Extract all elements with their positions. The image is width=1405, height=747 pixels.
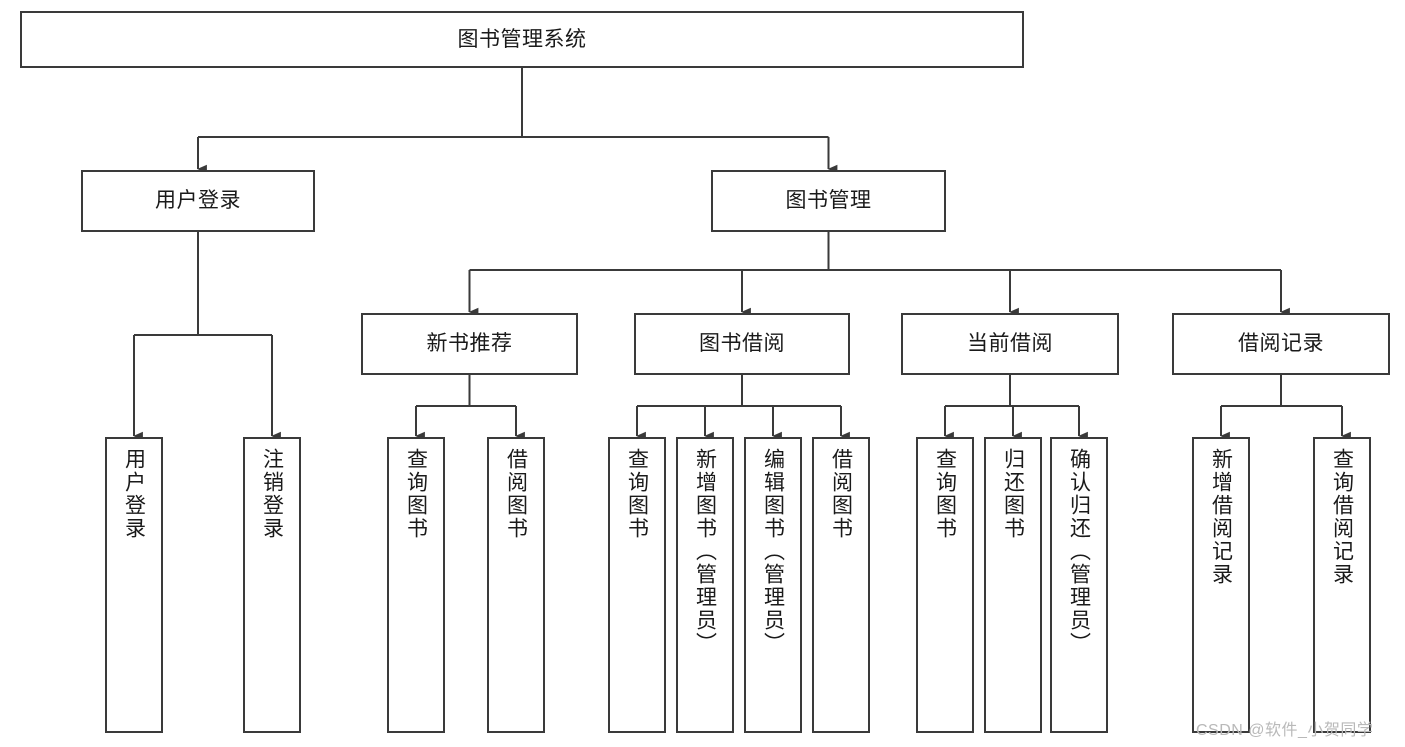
leaf-recommend-query-book-label: 查询图书: [404, 448, 428, 540]
leaf-record-query-label: 查询借阅记录: [1330, 448, 1354, 586]
node-user-login-label: 用户登录: [155, 189, 241, 213]
node-root[interactable]: 图书管理系统: [20, 11, 1024, 68]
leaf-recommend-borrow-book[interactable]: 借阅图书: [487, 437, 545, 733]
node-book-manage-label: 图书管理: [785, 189, 872, 213]
node-borrow-record[interactable]: 借阅记录: [1172, 313, 1390, 375]
node-current-borrow-label: 当前借阅: [967, 332, 1053, 356]
node-book-borrow[interactable]: 图书借阅: [634, 313, 850, 375]
node-book-manage[interactable]: 图书管理: [711, 170, 946, 232]
leaf-borrow-lend-book-label: 借阅图书: [829, 448, 853, 540]
leaf-borrow-query-book[interactable]: 查询图书: [608, 437, 666, 733]
leaf-recommend-borrow-book-label: 借阅图书: [504, 448, 528, 540]
leaf-user-logout[interactable]: 注销登录: [243, 437, 301, 733]
leaf-current-confirm-return-label: 确认归还（管理员）: [1067, 448, 1091, 655]
leaf-user-login[interactable]: 用户登录: [105, 437, 163, 733]
leaf-current-confirm-return[interactable]: 确认归还（管理员）: [1050, 437, 1108, 733]
node-user-login[interactable]: 用户登录: [81, 170, 315, 232]
leaf-borrow-lend-book[interactable]: 借阅图书: [812, 437, 870, 733]
leaf-record-add-label: 新增借阅记录: [1209, 448, 1233, 586]
leaf-record-add[interactable]: 新增借阅记录: [1192, 437, 1250, 733]
node-book-borrow-label: 图书借阅: [699, 332, 785, 356]
node-current-borrow[interactable]: 当前借阅: [901, 313, 1119, 375]
leaf-borrow-edit-book[interactable]: 编辑图书（管理员）: [744, 437, 802, 733]
leaf-borrow-edit-book-label: 编辑图书（管理员）: [761, 448, 785, 655]
node-root-label: 图书管理系统: [457, 27, 587, 51]
node-borrow-record-label: 借阅记录: [1238, 332, 1324, 356]
leaf-borrow-add-book[interactable]: 新增图书（管理员）: [676, 437, 734, 733]
node-new-book-recommend[interactable]: 新书推荐: [361, 313, 578, 375]
leaf-current-query-book-label: 查询图书: [933, 448, 957, 540]
node-new-book-recommend-label: 新书推荐: [426, 332, 513, 356]
leaf-user-login-label: 用户登录: [122, 448, 146, 540]
leaf-recommend-query-book[interactable]: 查询图书: [387, 437, 445, 733]
leaf-current-return-book[interactable]: 归还图书: [984, 437, 1042, 733]
leaf-borrow-query-book-label: 查询图书: [625, 448, 649, 540]
csdn-watermark: CSDN @软件_小贺同学: [1196, 722, 1374, 739]
leaf-current-query-book[interactable]: 查询图书: [916, 437, 974, 733]
leaf-user-logout-label: 注销登录: [260, 448, 284, 540]
leaf-record-query[interactable]: 查询借阅记录: [1313, 437, 1371, 733]
leaf-current-return-book-label: 归还图书: [1001, 448, 1025, 540]
leaf-borrow-add-book-label: 新增图书（管理员）: [693, 448, 717, 655]
